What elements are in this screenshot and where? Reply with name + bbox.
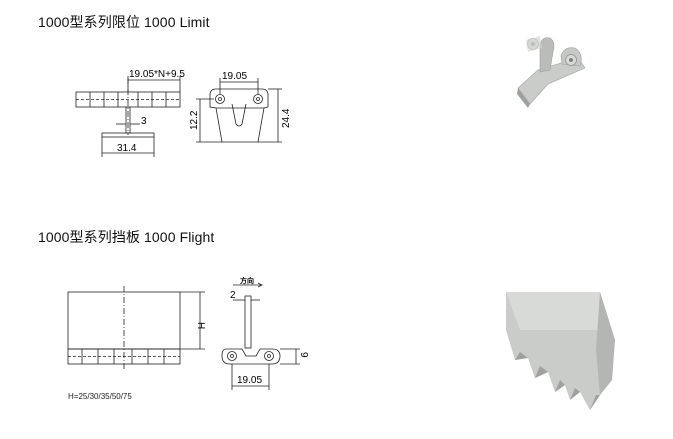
dim-flight-pitch: 19.05 — [237, 375, 262, 386]
dim-limit-pitch: 19.05 — [222, 71, 247, 82]
dim-thickness: 2 — [230, 290, 236, 301]
dim-height-label: H — [195, 322, 206, 329]
dim-link-height: 9 — [298, 352, 309, 358]
dim-hole-height: 12.2 — [189, 110, 200, 130]
height-options-note: H=25/30/35/50/75 — [68, 392, 132, 401]
flight-section-title: 1000型系列挡板 1000 Flight — [38, 229, 215, 245]
dim-pitch-formula: 19.05*N+9.5 — [129, 69, 185, 80]
limit-side-view — [196, 78, 282, 143]
limit-top-view — [75, 76, 181, 157]
dim-total-height: 24.4 — [281, 108, 292, 128]
direction-label: 方向 — [240, 276, 254, 285]
limit-section-title: 1000型系列限位 1000 Limit — [38, 14, 210, 30]
flight-front-view — [67, 286, 205, 370]
dim-post-width: 3 — [141, 116, 147, 127]
dim-base-width: 31.4 — [117, 143, 137, 154]
flight-side-view — [221, 282, 300, 390]
